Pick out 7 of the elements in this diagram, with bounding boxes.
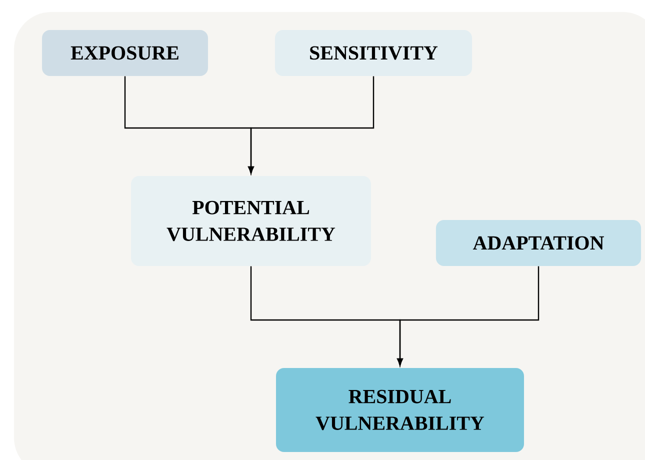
process-box: EXPOSURE — [42, 30, 208, 76]
process-box: RESIDUAL VULNERABILITY — [276, 368, 524, 452]
process-box: SENSITIVITY — [274, 30, 472, 76]
arrow — [248, 76, 374, 174]
process-box: ADAPTATION — [436, 220, 642, 266]
process-box: POTENTIAL VULNERABILITY — [131, 176, 371, 266]
arrow — [397, 266, 540, 366]
